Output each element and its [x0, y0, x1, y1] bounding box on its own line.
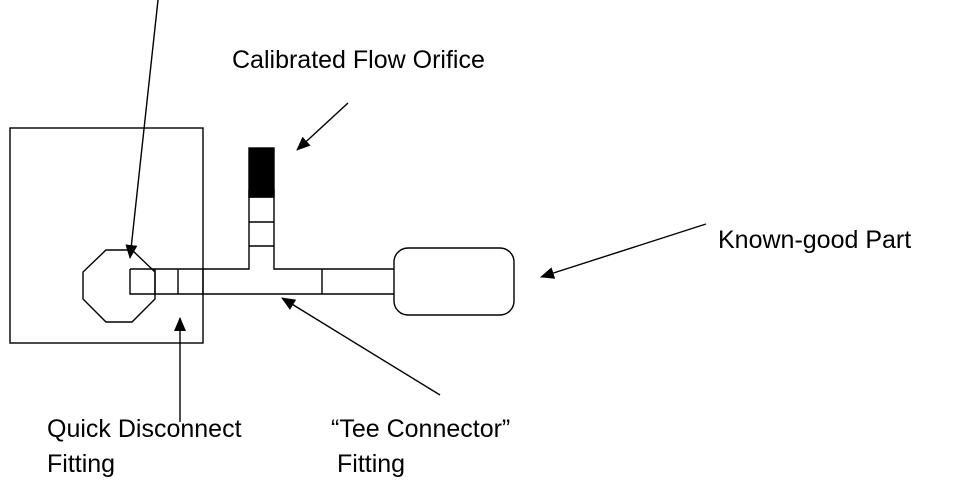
arrow-tee-connector: [281, 297, 441, 396]
label-known-good-part: Known-good Part: [718, 226, 911, 254]
label-calibrated-flow-orifice: Calibrated Flow Orifice: [232, 46, 485, 74]
arrow-top-to-octagon: [125, 0, 159, 259]
known-good-part-box: [393, 247, 515, 316]
label-tee-connector-line1: “Tee Connector”: [331, 415, 510, 443]
arrow-known-good-part: [540, 223, 707, 279]
label-tee-connector-line2: Fitting: [337, 450, 405, 478]
arrow-flow-orifice: [296, 102, 349, 151]
label-quick-disconnect-line2: Fitting: [47, 450, 115, 478]
label-quick-disconnect-line1: Quick Disconnect: [47, 415, 242, 443]
octagon-fitting: [82, 249, 156, 323]
flow-orifice-block: [248, 147, 275, 198]
